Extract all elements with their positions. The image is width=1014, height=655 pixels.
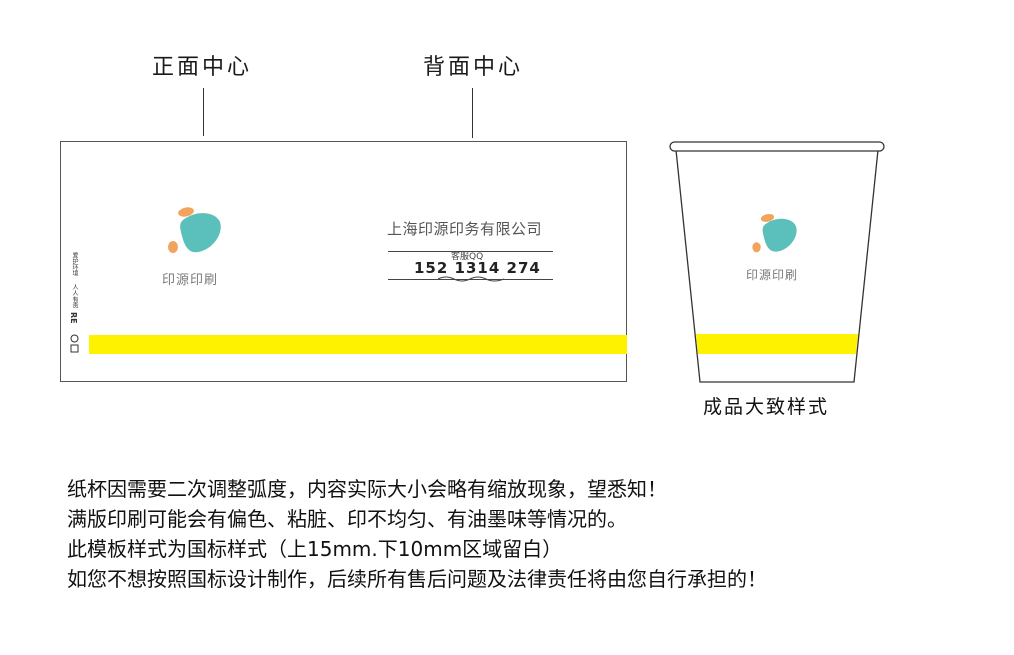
cup-logo-icon (752, 213, 797, 253)
company-name: 上海印源印务有限公司 (387, 220, 543, 238)
recycle-mark: RE (69, 312, 78, 324)
front-center-label: 正面中心 (152, 55, 253, 80)
note-line: 满版印刷可能会有偏色、粘脏、印不均匀、有油墨味等情况的。 (67, 507, 627, 531)
back-center-pointer (472, 88, 473, 138)
notes-block: 纸杯因需要二次调整弧度，内容实际大小会略有缩放现象，望悉知！ 满版印刷可能会有偏… (67, 474, 767, 594)
brand-logo-icon (168, 207, 221, 253)
note-line: 纸杯因需要二次调整弧度，内容实际大小会略有缩放现象，望悉知！ (67, 477, 667, 501)
ornament-icon (437, 276, 505, 282)
phone-number: 152 1314 274 (414, 259, 541, 277)
finished-style-caption: 成品大致样式 (703, 396, 830, 418)
note-line: 如您不想按照国标设计制作，后续所有售后问题及法律责任将由您自行承担的！ (67, 567, 767, 591)
flat-cup-template: 印源印刷 上海印源印务有限公司 客服QQ 152 1314 274 爱护环境 人… (60, 141, 627, 382)
finished-cup-illustration (669, 141, 885, 383)
back-center-label: 背面中心 (423, 55, 524, 80)
recycle-icon (70, 334, 79, 353)
yellow-band (89, 335, 627, 354)
front-center-pointer (203, 88, 204, 136)
qq-divider-top (388, 251, 553, 252)
brand-name: 印源印刷 (162, 273, 219, 288)
cup-brand-name: 印源印刷 (746, 268, 799, 282)
phone-divider-bottom (388, 279, 553, 280)
note-line: 此模板样式为国标样式（上15mm.下10mm区域留白） (67, 537, 563, 561)
qq-label-wrap: 客服QQ (449, 244, 486, 263)
side-text-1: 爱护环境 (71, 252, 78, 276)
qq-label: 客服QQ (449, 252, 486, 262)
side-text-2: 人人有责 (71, 284, 78, 308)
